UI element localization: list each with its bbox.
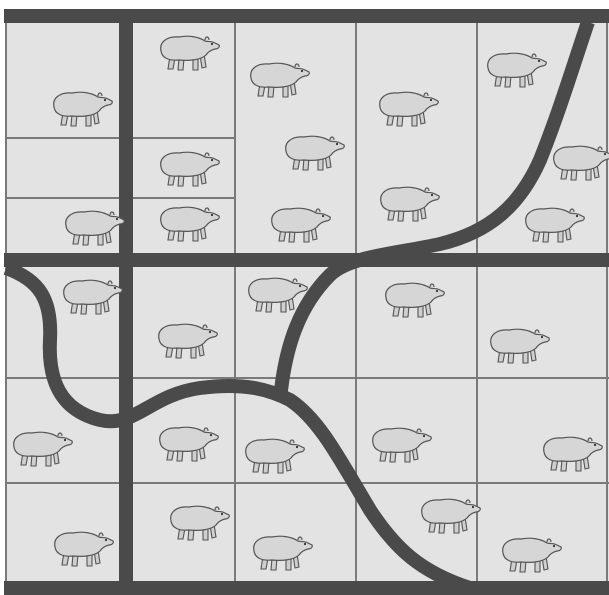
habitat-map-svg [0, 0, 609, 595]
habitat-map [0, 0, 609, 595]
